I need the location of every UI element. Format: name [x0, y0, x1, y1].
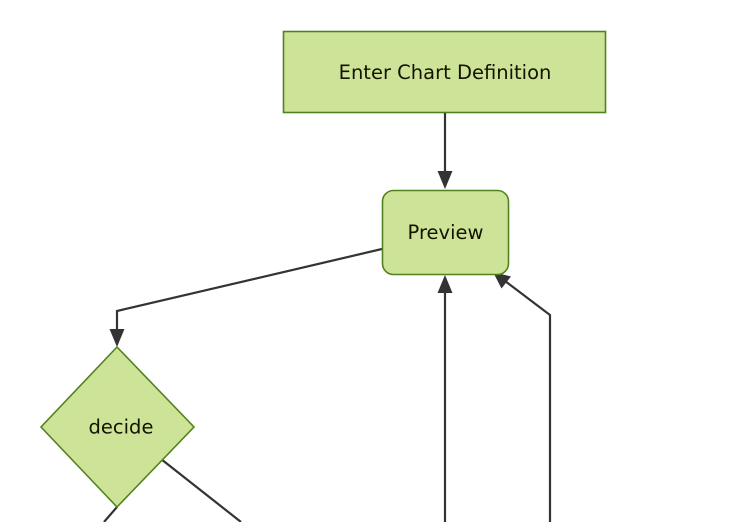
edge-decide-right-out-line — [160, 458, 242, 522]
preview-shape[interactable] — [381, 189, 510, 276]
enter-chart-definition-shape[interactable] — [282, 30, 607, 114]
edge-preview-to-decide-line — [115, 247, 383, 332]
decide-shape[interactable] — [39, 345, 196, 509]
enter-chart-definition-label: Enter Chart Definition — [339, 61, 552, 84]
edge-preview-to-decide — [109, 247, 383, 347]
edge-decide-bottom-out-line — [103, 506, 118, 522]
edge-bottom-right-to-preview — [493, 272, 552, 522]
node-preview[interactable]: Preview — [381, 189, 510, 276]
arrowhead-up-left-icon — [493, 272, 511, 289]
edge-bottom-center-to-preview — [437, 275, 453, 522]
edge-decide-bottom-out — [103, 506, 118, 522]
edge-decide-right-out — [160, 458, 242, 522]
arrowhead-up-icon — [437, 275, 453, 293]
edge-bottom-right-to-preview-line — [504, 280, 552, 522]
arrowhead-down-icon — [437, 171, 453, 189]
preview-label: Preview — [408, 221, 484, 244]
decide-label: decide — [89, 416, 154, 439]
node-decide[interactable]: decide — [39, 345, 196, 509]
arrowhead-down-icon — [109, 329, 125, 347]
edge-enter-to-preview — [437, 113, 453, 189]
node-enter-chart-definition[interactable]: Enter Chart Definition — [282, 30, 607, 114]
